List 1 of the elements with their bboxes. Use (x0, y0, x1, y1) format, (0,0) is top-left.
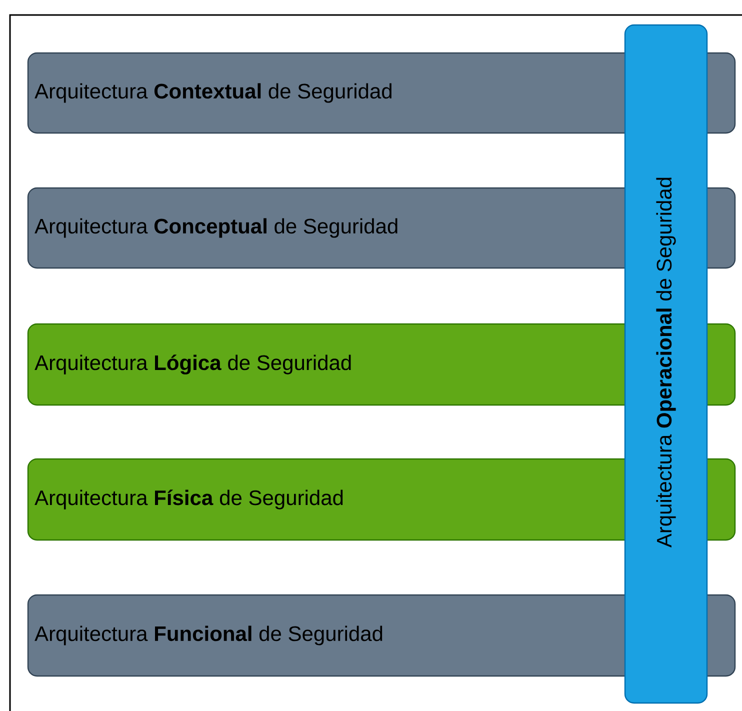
vertical-bar: Arquitectura Operacional de Seguridad (624, 24, 708, 704)
